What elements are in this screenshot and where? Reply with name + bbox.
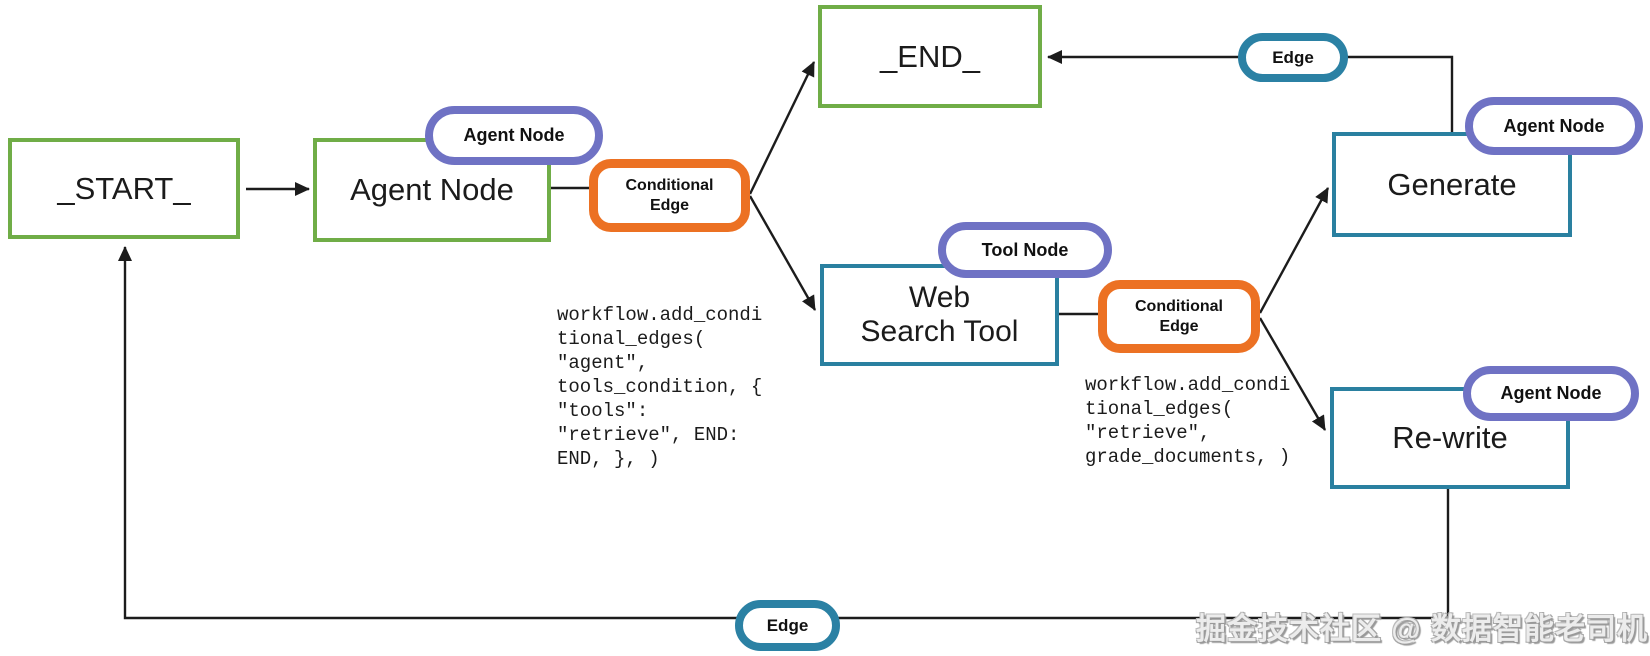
node-rewrite: Re-write (1330, 387, 1570, 489)
edge-generate-to-end (1047, 50, 1454, 132)
badge-agent-node-3: Agent Node (1463, 366, 1639, 421)
node-web-search-tool: Web Search Tool (820, 264, 1059, 366)
badge-agent-node-2-label: Agent Node (1503, 115, 1605, 136)
badge-tool-node-label: Tool Node (981, 239, 1069, 260)
node-web-search-tool-label: Web Search Tool (860, 280, 1019, 349)
badge-tool-node: Tool Node (938, 222, 1112, 278)
code-add-conditional-edges-retrieve: workflow.add_condi tional_edges( "retrie… (1085, 374, 1291, 468)
badge-edge-bottom: Edge (735, 600, 840, 651)
watermark-text: 掘金技术社区 @ 数据智能老司机 (1196, 613, 1648, 646)
badge-agent-node-1-label: Agent Node (463, 125, 565, 145)
node-generate-label: Generate (1387, 166, 1517, 202)
edge-conditional1-to-end (748, 61, 816, 195)
node-start: _START_ (8, 138, 240, 239)
node-end-label: _END_ (880, 38, 980, 74)
badge-agent-node-3-label: Agent Node (1500, 383, 1602, 403)
badge-conditional-edge-2-label: Conditional Edge (1135, 298, 1223, 335)
code-add-conditional-edges-agent: workflow.add_condi tional_edges( "agent"… (557, 304, 763, 470)
edge-conditional2-to-generate (1258, 187, 1330, 314)
node-start-label: _START_ (57, 170, 191, 206)
edge-conditional1-to-websearch (748, 195, 817, 311)
node-agent-label: Agent Node (350, 172, 514, 208)
badge-agent-node-1: Agent Node (425, 106, 603, 165)
badge-agent-node-2: Agent Node (1465, 97, 1643, 155)
edge-conditional2-to-rewrite (1258, 317, 1327, 431)
node-generate: Generate (1332, 132, 1572, 237)
badge-conditional-edge-1: Conditional Edge (589, 159, 750, 232)
badge-edge-bottom-label: Edge (766, 615, 809, 635)
badge-edge-top-label: Edge (1272, 47, 1314, 67)
badge-conditional-edge-1-label: Conditional Edge (625, 177, 714, 214)
badge-edge-top: Edge (1238, 33, 1348, 82)
badge-conditional-edge-2: Conditional Edge (1098, 280, 1260, 353)
node-rewrite-label: Re-write (1392, 420, 1508, 456)
node-end: _END_ (818, 5, 1042, 108)
